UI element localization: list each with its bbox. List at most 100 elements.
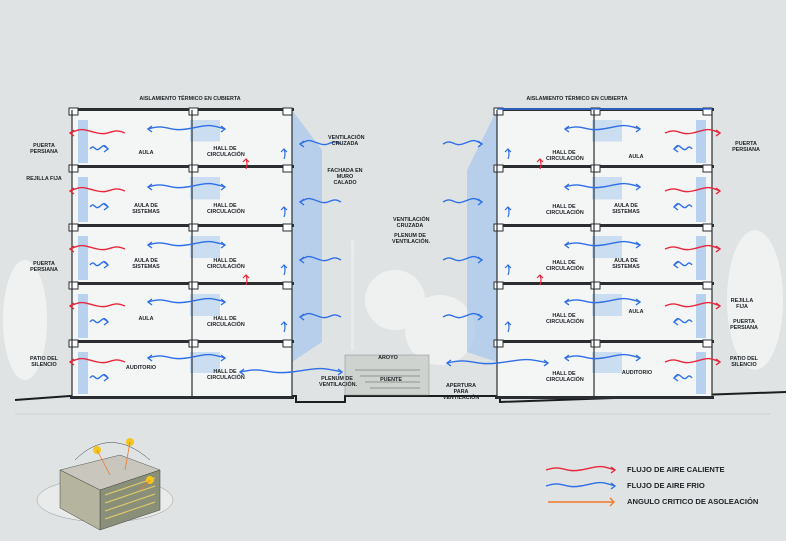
arrowhead <box>103 261 110 269</box>
arrowhead <box>635 183 642 191</box>
arrowhead <box>68 302 75 310</box>
left-building <box>68 107 322 399</box>
plenum-callout: PLENUM DE VENTILACIÓN. <box>319 376 358 388</box>
airflow-arrow <box>564 297 641 304</box>
fachada-callout: FACHADA EN MURO CALADO <box>327 168 363 186</box>
glass-panel <box>190 294 220 316</box>
airflow-arrow <box>147 240 226 247</box>
arrowhead <box>298 140 305 148</box>
airflow-arrow <box>299 197 342 204</box>
plenum-callout: PLENUM DE VENTILACIÓN. <box>392 233 431 245</box>
building-interior <box>72 110 292 398</box>
beam <box>702 339 713 348</box>
arrowhead <box>103 374 110 382</box>
arrowhead <box>672 261 679 269</box>
airflow-arrow <box>69 301 126 308</box>
beam <box>590 223 601 232</box>
arrowhead <box>477 313 484 321</box>
perforated-facade <box>292 110 322 362</box>
arrowhead <box>609 497 615 507</box>
arrowhead <box>477 256 484 264</box>
glass-panel <box>78 177 88 222</box>
airflow-arrow <box>147 124 226 131</box>
arrowhead <box>635 125 642 133</box>
hall-label: HALL DE CIRCULACIÓN <box>207 316 245 328</box>
arrowhead <box>242 158 250 163</box>
glass-panel <box>592 352 622 373</box>
arrowhead <box>672 374 679 382</box>
floor-slab <box>70 282 294 285</box>
room-label: AUDITORIO <box>621 370 653 376</box>
glass-panel <box>696 120 706 163</box>
arrowhead <box>504 148 512 153</box>
beam <box>68 339 79 348</box>
arrowhead <box>445 359 452 367</box>
rejilla-fija-callout: REJILLA FIJA <box>26 176 62 182</box>
arrowhead <box>220 125 227 133</box>
hall-label: HALL DE CIRCULACIÓN <box>207 203 245 215</box>
airflow-arrow <box>545 465 616 472</box>
arroyo-label: AROYO <box>378 355 398 361</box>
airflow-arrows <box>68 124 722 382</box>
airflow-arrow <box>299 255 342 262</box>
beam <box>188 339 199 348</box>
roof-insulation-label-right: AISLAMIENTO TÉRMICO EN CUBIERTA <box>526 96 628 102</box>
floor-slab <box>495 224 714 227</box>
airflow-arrow <box>564 124 641 131</box>
hall-label: HALL DE CIRCULACIÓN <box>546 313 584 325</box>
beam <box>493 339 504 348</box>
arrowhead <box>68 245 75 253</box>
beam <box>68 223 79 232</box>
beam <box>68 107 79 116</box>
beam <box>282 107 293 116</box>
legend-cold-air: FLUJO DE AIRE FRIO <box>627 481 705 490</box>
arrowhead <box>715 358 722 366</box>
arrowhead <box>635 241 642 249</box>
puerta-persiana-callout: PUERTA PERSIANA <box>732 141 760 153</box>
arrowhead <box>504 264 512 269</box>
arrowhead <box>280 148 288 153</box>
arrowhead <box>68 187 75 195</box>
beam <box>282 281 293 290</box>
roof-insulation-label-left: AISLAMIENTO TÉRMICO EN CUBIERTA <box>139 96 241 102</box>
glass-panel <box>592 177 622 200</box>
arrowhead <box>337 368 344 376</box>
room-label: AULA <box>628 154 644 160</box>
beam <box>702 281 713 290</box>
room-label: AULA <box>628 309 644 315</box>
airflow-arrow <box>147 182 226 189</box>
ventilacion-cruzada-callout: VENTILACIÓN CRUZADA <box>328 135 365 147</box>
airflow-arrow <box>299 312 342 319</box>
airflow-arrow <box>147 297 226 304</box>
floor-slab <box>495 396 714 399</box>
arrowhead <box>242 274 250 279</box>
hall-label: HALL DE CIRCULACIÓN <box>546 371 584 383</box>
airflow-arrow <box>69 357 126 364</box>
beam <box>590 164 601 173</box>
arrowhead <box>536 158 544 163</box>
arrowhead <box>146 183 153 191</box>
beam <box>188 223 199 232</box>
airflow-arrow <box>147 353 226 360</box>
floor-slab <box>70 108 294 111</box>
arrowhead <box>68 129 75 137</box>
arrowhead <box>715 302 722 310</box>
floor-slab <box>70 340 294 343</box>
patio-silencio-callout: PATIO DEL SILENCIO <box>730 356 758 368</box>
beam <box>282 223 293 232</box>
arrowhead <box>280 264 288 269</box>
airflow-arrow <box>545 481 616 488</box>
arrowhead <box>715 129 722 137</box>
arrowhead <box>563 298 570 306</box>
glass-panel <box>190 120 220 142</box>
hall-label: HALL DE CIRCULACIÓN <box>207 146 245 158</box>
glass-panel <box>696 177 706 222</box>
beam <box>188 107 199 116</box>
arrowhead <box>563 241 570 249</box>
arrowhead <box>477 198 484 206</box>
arrowhead <box>146 354 153 362</box>
beam <box>493 164 504 173</box>
floor-slab <box>495 340 714 343</box>
beam <box>188 164 199 173</box>
airflow-arrow <box>69 244 126 251</box>
